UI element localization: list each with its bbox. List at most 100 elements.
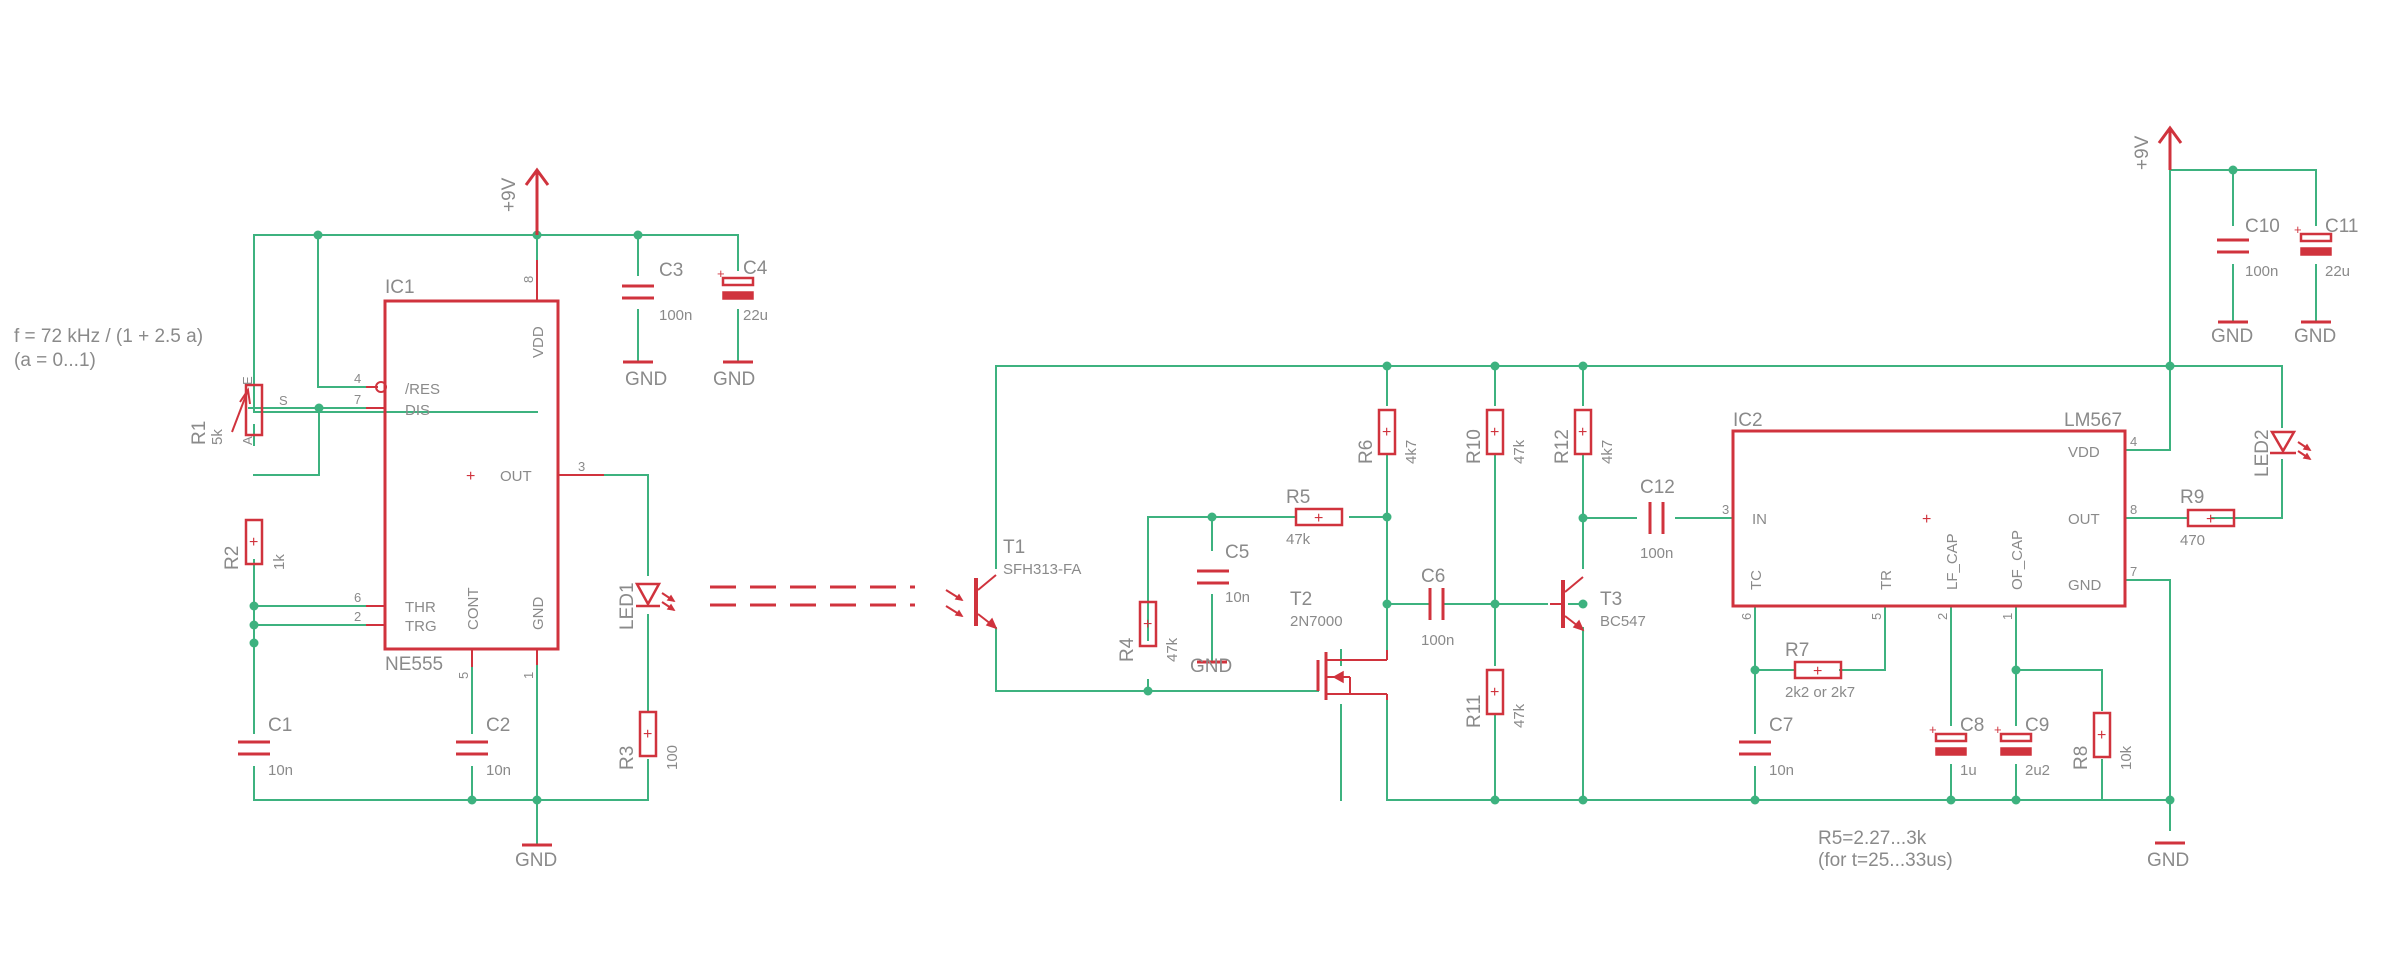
- t3-bjt: T3 BC547: [1550, 576, 1646, 632]
- svg-text:+: +: [1929, 722, 1937, 737]
- wires-left: [248, 234, 739, 846]
- r1-name: R1: [189, 421, 210, 445]
- r3-value: 100: [664, 745, 681, 770]
- ic2-pin-lf-label: LF_CAP: [1944, 533, 1961, 590]
- ic1-pin-vdd-label: VDD: [530, 326, 547, 358]
- svg-text:+: +: [1382, 424, 1391, 441]
- t1-phototransistor: T1 SFH313-FA: [945, 537, 1081, 630]
- c10-name: C10: [2245, 216, 2280, 237]
- c7-name: C7: [1769, 715, 1793, 736]
- ic2-pin-gnd-label: GND: [2068, 577, 2102, 594]
- ic1-pin-out-label: OUT: [500, 468, 532, 485]
- t1-type: SFH313-FA: [1003, 561, 1081, 578]
- c5-name: C5: [1225, 542, 1249, 563]
- r8-resistor: + R8 10k: [2071, 711, 2135, 770]
- ic2-pin-out-label: OUT: [2068, 511, 2100, 528]
- r9-name: R9: [2180, 487, 2204, 508]
- ic2-pin-1-number: 1: [2000, 613, 2015, 620]
- c6-name: C6: [1421, 566, 1445, 587]
- r8-name: R8: [2071, 746, 2092, 770]
- ic2-pin-tc-label: TC: [1748, 570, 1765, 590]
- c8-name: C8: [1960, 715, 1984, 736]
- r5-value: 47k: [1286, 531, 1311, 548]
- c2-value: 10n: [486, 762, 511, 779]
- t1-name: T1: [1003, 537, 1025, 558]
- r2-value: 1k: [271, 554, 288, 570]
- r4-value: 47k: [1164, 637, 1181, 662]
- ic1-pin-4-number: 4: [354, 371, 361, 386]
- led2-name: LED2: [2252, 429, 2273, 477]
- ic1-pin-6-number: 6: [354, 590, 361, 605]
- r1-pin-a: A: [240, 436, 255, 445]
- ic2-pin-7-number: 7: [2130, 564, 2137, 579]
- r10-resistor: + R10 47k: [1464, 408, 1528, 464]
- gnd-label-c4: GND: [713, 369, 755, 390]
- ic1-pin-dis-label: DIS: [405, 402, 430, 419]
- c9-value: 2u2: [2025, 762, 2050, 779]
- r12-value: 4k7: [1599, 440, 1616, 464]
- c7-value: 10n: [1769, 762, 1794, 779]
- svg-text:+: +: [1813, 663, 1822, 680]
- ic2-pin-8-number: 8: [2130, 502, 2137, 517]
- r1-value: 5k: [209, 429, 226, 445]
- r9-resistor: + R9 470: [2180, 487, 2236, 549]
- c11-value: 22u: [2325, 263, 2350, 280]
- c10-value: 100n: [2245, 263, 2278, 280]
- r1-pin-e: E: [240, 376, 255, 385]
- svg-text:+: +: [1922, 511, 1931, 528]
- r10-name: R10: [1464, 429, 1485, 464]
- ic1-pin-8-number: 8: [521, 276, 536, 283]
- ic1-pin-7-number: 7: [354, 392, 361, 407]
- r8-value: 10k: [2118, 745, 2135, 770]
- c6-value: 100n: [1421, 632, 1454, 649]
- ic1-pin-gnd-label: GND: [530, 597, 547, 631]
- c8-value: 1u: [1960, 762, 1977, 779]
- ic2-lm567: IC2 LM567 IN VDD OUT GND TC TR LF_CAP OF…: [1722, 410, 2137, 620]
- svg-text:+: +: [1578, 424, 1587, 441]
- r5-note-line1: R5=2.27...3k: [1818, 828, 1927, 849]
- c9-electrolytic-capacitor: + C9 2u2: [1994, 715, 2050, 779]
- c5-capacitor: C5 10n: [1197, 542, 1250, 606]
- gnd-label-c3: GND: [625, 369, 667, 390]
- led1-name: LED1: [617, 582, 638, 630]
- t3-type: BC547: [1600, 613, 1646, 630]
- c2-capacitor: C2 10n: [456, 715, 511, 779]
- svg-text:+: +: [643, 726, 652, 743]
- wires-middle: [995, 365, 2283, 801]
- led1: LED1: [617, 582, 676, 630]
- junctions: [249, 165, 2238, 805]
- ic1-pin-3-number: 3: [578, 459, 585, 474]
- ic2-pin-4-number: 4: [2130, 434, 2137, 449]
- ir-link-dashes: [710, 585, 915, 607]
- ic1-pin-thr-label: THR: [405, 599, 436, 616]
- c12-value: 100n: [1640, 545, 1673, 562]
- c12-capacitor: C12 100n: [1640, 477, 1675, 562]
- ic1-pin-2-number: 2: [354, 609, 361, 624]
- r4-name: R4: [1117, 637, 1138, 662]
- t2-name: T2: [1290, 589, 1312, 610]
- ic2-pin-in-label: IN: [1752, 511, 1767, 528]
- r5-name: R5: [1286, 487, 1310, 508]
- ic1-pin-1-number: 1: [521, 672, 536, 679]
- freq-note-line1: f = 72 kHz / (1 + 2.5 a): [14, 326, 203, 347]
- svg-text:+: +: [2097, 727, 2106, 744]
- c3-value: 100n: [659, 307, 692, 324]
- r5-note-line2: (for t=25...33us): [1818, 850, 1953, 871]
- ic1-name: IC1: [385, 277, 415, 298]
- svg-text:+: +: [2206, 511, 2215, 528]
- r6-value: 4k7: [1403, 440, 1420, 464]
- c3-capacitor: C3 100n: [622, 260, 692, 324]
- r4-resistor: + R4 47k: [1117, 600, 1181, 662]
- r3-name: R3: [617, 746, 638, 770]
- led2: LED2: [2252, 429, 2312, 477]
- c8-electrolytic-capacitor: + C8 1u: [1929, 715, 1984, 779]
- r6-resistor: + R6 4k7: [1356, 408, 1420, 464]
- r10-value: 47k: [1511, 439, 1528, 464]
- c9-name: C9: [2025, 715, 2049, 736]
- r11-resistor: + R11 47k: [1464, 668, 1528, 728]
- svg-text:+: +: [466, 468, 475, 485]
- gnd-symbols: GND GND GND GND GND GND GND: [515, 320, 2336, 871]
- r1-pin-s: S: [279, 393, 288, 408]
- vcc-label-left: +9V: [499, 177, 520, 212]
- ic1-ne555: IC1 NE555 /RES DIS THR TRG OUT CONT GND …: [354, 260, 604, 679]
